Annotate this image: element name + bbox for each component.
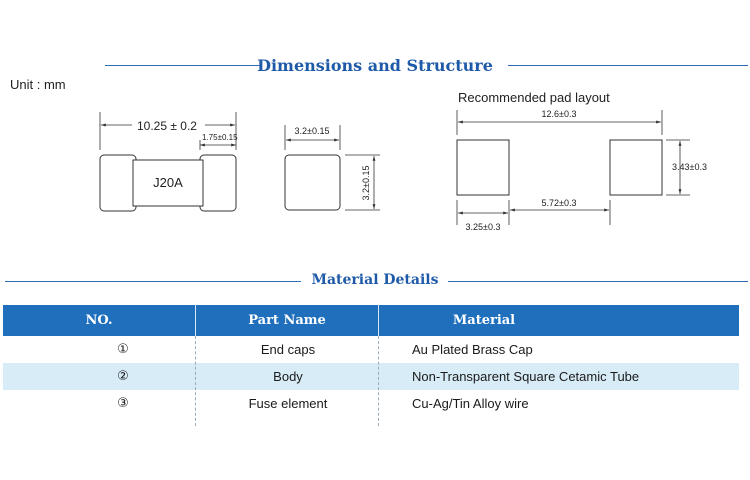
fuse-body xyxy=(132,159,204,207)
cell-material: Non-Transparent Square Cetamic Tube xyxy=(412,369,640,384)
cell-part: End caps xyxy=(260,342,316,357)
end-cap-left xyxy=(99,154,137,212)
cell-material: Au Plated Brass Cap xyxy=(412,342,533,357)
header-material: Material xyxy=(452,313,516,328)
header-part-name: Part Name xyxy=(248,313,326,328)
length-dim-label: 10.25 ± 0.2 xyxy=(137,119,197,133)
header-separator xyxy=(378,305,379,336)
overall-dim-label: 12.6±0.3 xyxy=(542,109,577,119)
dimension-drawings: 10.25 ± 0.2 1.75±0.15 J20A 3.2±0.15 3.2±… xyxy=(99,109,707,232)
pad-left xyxy=(456,139,510,196)
material-table: NO. Part Name Material ① End caps Au Pla… xyxy=(3,305,739,426)
end-view-square xyxy=(284,154,341,211)
unit-label: Unit : mm xyxy=(10,77,66,92)
cell-part: Body xyxy=(273,369,303,384)
divider-left xyxy=(105,65,260,66)
table-row: ① End caps Au Plated Brass Cap xyxy=(3,336,739,363)
header-no: NO. xyxy=(85,313,113,328)
column-divider xyxy=(195,336,197,426)
column-divider xyxy=(378,336,380,426)
cell-no: ② xyxy=(117,369,129,384)
pad-width-dim-label: 3.25±0.3 xyxy=(466,222,501,232)
gap-dim-label: 5.72±0.3 xyxy=(542,198,577,208)
height-dim-label: 3.2±0.15 xyxy=(361,166,371,201)
material-title: Material Details xyxy=(311,272,439,288)
divider-right xyxy=(508,65,748,66)
cap-dim-label: 1.75±0.15 xyxy=(202,133,238,142)
end-cap-right xyxy=(199,154,237,212)
dimensions-title: Dimensions and Structure xyxy=(257,56,493,75)
divider-right xyxy=(448,281,748,282)
cell-no: ③ xyxy=(117,396,129,411)
cell-material: Cu-Ag/Tin Alloy wire xyxy=(412,396,529,411)
table-header: NO. Part Name Material xyxy=(3,305,739,336)
body-marking: J20A xyxy=(153,175,183,190)
divider-left xyxy=(5,281,301,282)
cell-no: ① xyxy=(117,342,129,357)
dimensions-section-header: Dimensions and Structure xyxy=(0,56,750,76)
pad-height-dim-label: 3.43±0.3 xyxy=(672,162,707,172)
pad-layout-title: Recommended pad layout xyxy=(458,90,610,105)
width-dim-label: 3.2±0.15 xyxy=(295,126,330,136)
table-row: ② Body Non-Transparent Square Cetamic Tu… xyxy=(3,363,739,390)
table-row: ③ Fuse element Cu-Ag/Tin Alloy wire xyxy=(3,390,739,417)
material-section-header: Material Details xyxy=(0,272,750,292)
pad-right xyxy=(609,139,663,196)
header-separator xyxy=(195,305,196,336)
cell-part: Fuse element xyxy=(248,396,328,411)
